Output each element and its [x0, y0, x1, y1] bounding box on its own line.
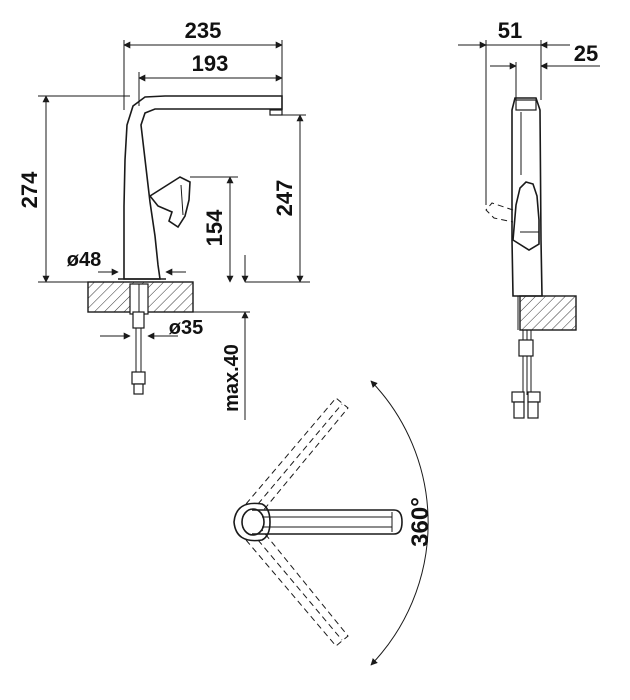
dim-hole-diameter: ø35: [169, 317, 203, 339]
body-top-view: [233, 502, 271, 542]
top-view: 360°: [233, 380, 434, 666]
faucet-body: [123, 95, 283, 280]
spout-lower-position: [245, 529, 349, 647]
lever-top-view: [241, 508, 265, 536]
spout-upper-position: [245, 397, 349, 513]
side-countertop-section: [519, 295, 577, 331]
dim-spout-height: 247: [272, 180, 297, 217]
rotation-arc: [370, 380, 429, 666]
side-lever: [512, 181, 540, 251]
dim-total-height: 274: [17, 171, 42, 208]
dim-spout-reach: 193: [192, 51, 229, 76]
dim-side-depth: 51: [498, 18, 522, 43]
dim-total-width: 235: [185, 18, 222, 43]
dim-side-offset: 25: [574, 41, 598, 66]
dim-max-thickness: max.40: [221, 344, 243, 412]
spout-top-view: [252, 509, 403, 535]
dim-rotation: 360°: [407, 497, 434, 547]
dim-lever-height: 154: [202, 209, 227, 246]
front-view: 235 193 274 247 154 max.40 ø48 ø35: [17, 18, 310, 420]
spout-tip: [269, 109, 283, 116]
side-faucet-body: [511, 97, 543, 297]
side-view: 51 25: [458, 18, 600, 419]
dim-base-diameter: ø48: [67, 249, 101, 271]
lever-handle: [148, 176, 191, 229]
